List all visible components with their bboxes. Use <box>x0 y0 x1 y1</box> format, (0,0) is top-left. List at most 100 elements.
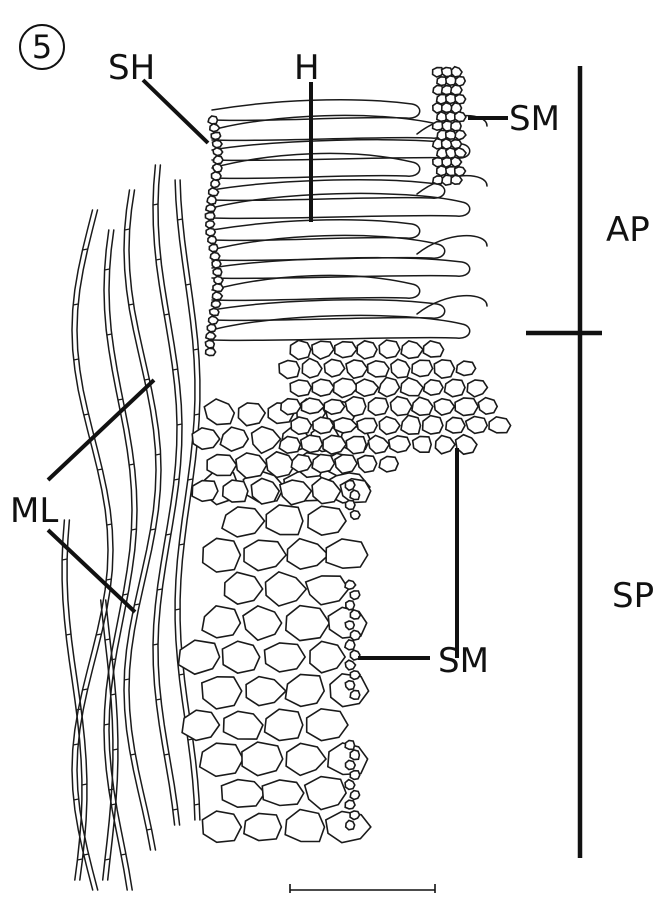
head-cell <box>434 360 454 378</box>
sh-leader <box>143 80 208 143</box>
stipe-cell <box>236 453 267 478</box>
stipe-cell <box>243 606 282 640</box>
marginal-small-cell <box>350 750 359 760</box>
label-sm-bottom: SM <box>438 641 489 681</box>
stipe-cell <box>202 606 240 638</box>
hair <box>212 180 445 201</box>
marginal-small-cell <box>346 500 356 509</box>
marginal-small-cell <box>350 490 360 499</box>
hypha-wall <box>129 190 161 850</box>
marginal-small-cell <box>346 760 356 769</box>
sh-cell <box>209 245 218 252</box>
stipe-cell <box>307 709 348 741</box>
hypha-wall <box>158 165 182 825</box>
stipe-cell <box>286 606 330 641</box>
marginal-small-cell <box>345 681 354 690</box>
head-cell <box>368 435 389 453</box>
panel-number-text: 5 <box>32 28 52 66</box>
marginal-hyphae <box>62 165 200 890</box>
marginal-small-cell <box>345 640 355 650</box>
sh-cell <box>207 196 216 205</box>
head-cell <box>312 379 334 396</box>
hypha-septum <box>66 634 71 635</box>
sh-cell <box>206 332 216 339</box>
hair <box>212 140 470 161</box>
head-cell <box>412 360 433 376</box>
head-cell <box>423 341 443 357</box>
sm-top-cell <box>446 131 456 140</box>
sh-cell <box>206 348 216 355</box>
head-cell <box>279 361 300 379</box>
hypha-wall <box>62 520 82 880</box>
hair-hook <box>417 236 487 254</box>
marginal-small-cell <box>350 591 360 600</box>
head-cell <box>291 455 311 473</box>
stipe-cell <box>326 539 368 568</box>
marginal-small-cell <box>350 610 360 619</box>
stipe-cell <box>220 427 248 451</box>
sh-cell <box>210 253 220 261</box>
marginal-small-cell <box>350 690 360 699</box>
label-h: H <box>294 48 320 88</box>
stipe-cell <box>192 481 218 502</box>
stipe-cell <box>262 780 304 806</box>
head-cell <box>413 436 432 452</box>
head-cell <box>291 417 311 434</box>
marginal-small-cell <box>350 771 360 780</box>
hypha-septum <box>130 754 135 755</box>
stipe-cell <box>202 677 242 709</box>
head-cell <box>379 340 400 358</box>
head-cell <box>489 417 511 433</box>
marginal-small-cell <box>346 820 355 829</box>
stipe-cell <box>238 403 265 426</box>
head-cell <box>435 436 455 454</box>
head-cell <box>368 361 389 377</box>
stipe-cell <box>305 777 346 810</box>
stipe-cell <box>222 507 265 537</box>
sh-cell <box>206 221 215 228</box>
head-cell <box>334 378 358 397</box>
stipe-cell <box>266 505 303 535</box>
sh-cell <box>214 277 223 285</box>
scale-bar <box>290 884 435 893</box>
head-cell <box>401 415 421 434</box>
stipe-cell <box>244 814 282 841</box>
sh-cell <box>213 148 223 156</box>
sm-top-cell <box>451 85 462 95</box>
sm-top-cell <box>451 140 462 149</box>
head-cell <box>467 380 487 397</box>
hypha-septum <box>84 414 89 415</box>
label-sh: SH <box>108 48 155 88</box>
head-cell <box>424 380 443 396</box>
stipe-cell <box>179 640 220 674</box>
head-cell <box>281 399 301 415</box>
head-cell <box>434 399 454 415</box>
sm-top-cell <box>452 67 463 77</box>
stipe-cell <box>223 480 248 502</box>
ap-sp-division-bar <box>526 66 602 858</box>
head-cell <box>401 341 423 359</box>
hypha-septum <box>177 424 182 425</box>
head-cell <box>301 435 323 452</box>
head-cell <box>290 380 311 396</box>
stipe-cell <box>285 675 324 707</box>
head-cell <box>412 397 433 415</box>
head-cell <box>323 435 346 454</box>
sh-cell <box>213 284 223 292</box>
stipe-cell <box>244 540 286 570</box>
head-cell <box>391 397 412 416</box>
hair <box>212 275 420 300</box>
sh-cell <box>205 213 214 220</box>
hypha-septum <box>179 674 184 675</box>
sm-top-cell <box>455 130 466 140</box>
hair <box>212 153 420 178</box>
head-cell <box>445 379 466 397</box>
stipe-cell <box>252 427 281 454</box>
head-cell <box>290 340 311 359</box>
sh-cell <box>213 164 222 172</box>
sm-top-cell <box>455 112 466 122</box>
hair-hook <box>417 296 487 314</box>
stipe-cell <box>310 641 345 672</box>
sh-cell <box>205 340 214 348</box>
head-cell <box>446 417 465 433</box>
